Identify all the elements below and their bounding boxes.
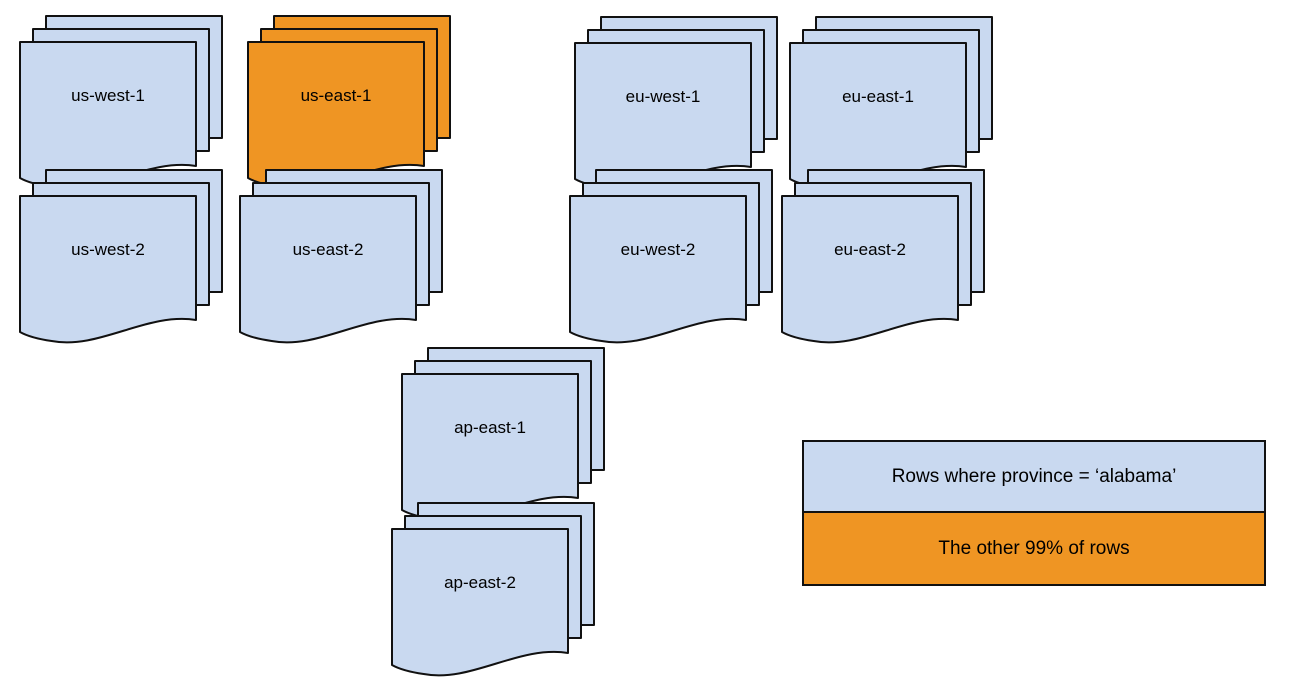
legend-row-orange: The other 99% of rows xyxy=(804,513,1264,584)
document-stack-shape xyxy=(247,15,451,190)
document-sheet xyxy=(19,195,197,344)
document-stack-ap-east-1[interactable]: ap-east-1 xyxy=(401,347,606,522)
document-stack-shape xyxy=(19,15,223,190)
document-sheet xyxy=(569,195,747,344)
document-sheet xyxy=(401,373,579,522)
document-sheet xyxy=(781,195,959,344)
document-stack-eu-west-1[interactable]: eu-west-1 xyxy=(574,16,779,191)
document-sheet xyxy=(391,528,569,677)
document-stack-shape xyxy=(789,16,993,191)
legend-row-blue: Rows where province = ‘alabama’ xyxy=(804,442,1264,513)
document-stack-shape xyxy=(401,347,605,522)
document-stack-shape xyxy=(239,169,443,344)
document-stack-us-west-1[interactable]: us-west-1 xyxy=(19,15,224,190)
legend-label-orange: The other 99% of rows xyxy=(938,537,1130,559)
document-stack-us-east-1[interactable]: us-east-1 xyxy=(247,15,452,190)
document-sheet xyxy=(574,42,752,191)
legend: Rows where province = ‘alabama’ The othe… xyxy=(802,440,1266,586)
document-stack-us-east-2[interactable]: us-east-2 xyxy=(239,169,444,344)
document-stack-shape xyxy=(569,169,773,344)
legend-label-blue: Rows where province = ‘alabama’ xyxy=(891,465,1177,487)
document-stack-shape xyxy=(19,169,223,344)
document-stack-eu-east-1[interactable]: eu-east-1 xyxy=(789,16,994,191)
document-sheet xyxy=(19,41,197,190)
document-sheet xyxy=(239,195,417,344)
document-stack-eu-west-2[interactable]: eu-west-2 xyxy=(569,169,774,344)
document-stack-shape xyxy=(391,502,595,677)
document-stack-shape xyxy=(781,169,985,344)
document-stack-us-west-2[interactable]: us-west-2 xyxy=(19,169,224,344)
document-stack-ap-east-2[interactable]: ap-east-2 xyxy=(391,502,596,677)
document-sheet xyxy=(247,41,425,190)
document-stack-shape xyxy=(574,16,778,191)
document-stack-eu-east-2[interactable]: eu-east-2 xyxy=(781,169,986,344)
document-sheet xyxy=(789,42,967,191)
